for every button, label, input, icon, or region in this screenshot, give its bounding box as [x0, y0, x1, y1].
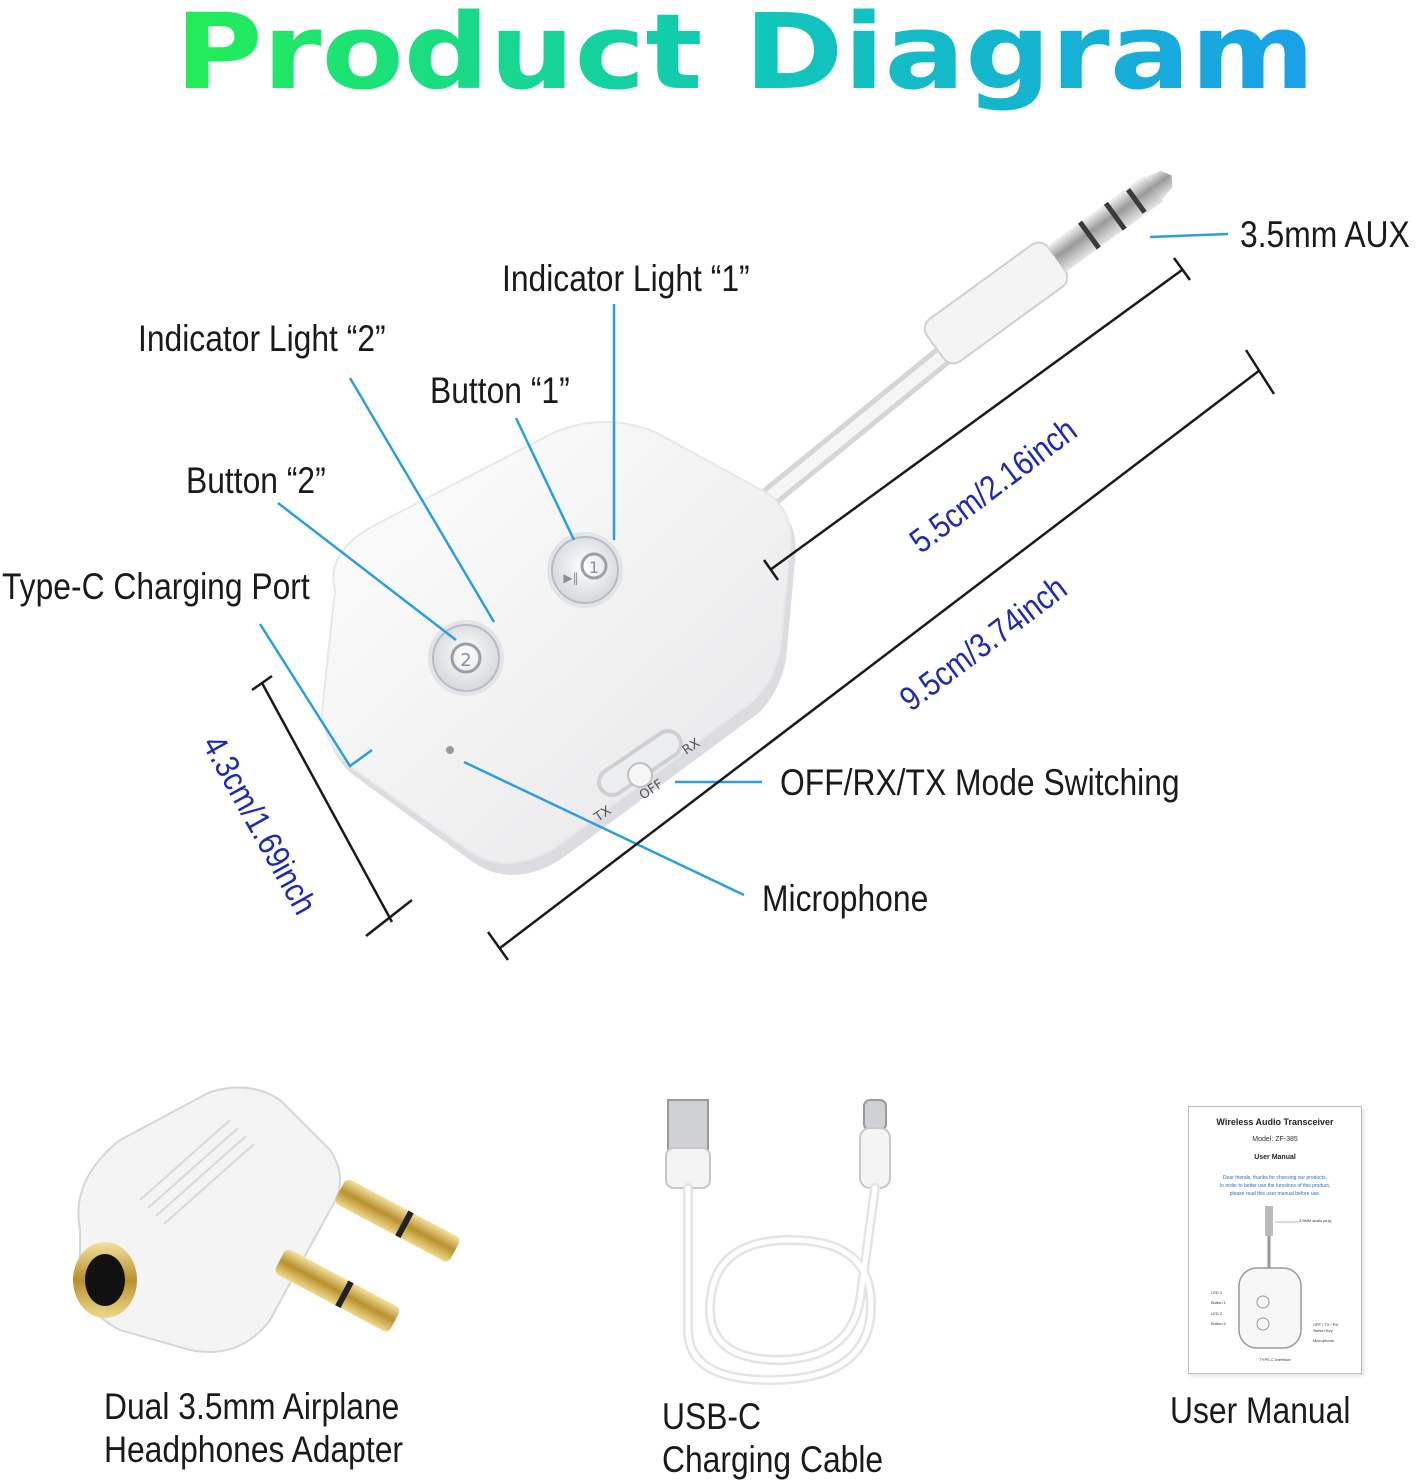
- button-2-mark: 2: [460, 650, 471, 671]
- manual-caption-line-1: User Manual: [1170, 1390, 1351, 1431]
- manual-caption: User Manual: [1170, 1390, 1350, 1433]
- manual-btn2-label: Button 2: [1211, 1321, 1226, 1326]
- manual-subtitle: User Manual: [1254, 1154, 1296, 1161]
- cable-caption: USB-C Charging Cable: [662, 1396, 883, 1481]
- leader-lines: [258, 232, 1229, 897]
- indicator-light-2-label: Indicator Light “2”: [138, 318, 386, 359]
- airplane-adapter-image: [73, 1086, 460, 1353]
- adapter-caption: Dual 3.5mm Airplane Headphones Adapter: [104, 1386, 403, 1471]
- aux-label: 3.5mm AUX: [1240, 214, 1410, 255]
- product-diagram-title: Product Diagram: [175, 0, 1315, 113]
- button-1-label: Button “1”: [430, 370, 570, 411]
- microphone-label: Microphone: [762, 878, 929, 919]
- manual-intro-2: In order to better use the functions of …: [1219, 1183, 1331, 1189]
- manual-led2-label: LED 2: [1211, 1311, 1223, 1316]
- dimension-lines: [251, 257, 1276, 961]
- adapter-caption-line-1: Dual 3.5mm Airplane: [104, 1386, 400, 1427]
- button-1: 1 ▶‖: [547, 532, 623, 608]
- title-text: Product Diagram: [175, 0, 1315, 113]
- cable-caption-line-1: USB-C: [662, 1396, 762, 1437]
- manual-btn1-label: Button 1: [1211, 1300, 1226, 1305]
- aux-plug: [749, 170, 1173, 516]
- microphone-hole: [446, 746, 454, 754]
- button-1-mark: 1: [589, 558, 599, 577]
- cable-caption-line-2: Charging Cable: [662, 1438, 884, 1480]
- manual-intro-1: Dear friends, thanks for choosing our pr…: [1223, 1175, 1327, 1181]
- user-manual-image: Wireless Audio Transceiver Model: ZF-385…: [1188, 1106, 1362, 1374]
- mode-switch: TX OFF RX: [591, 729, 703, 826]
- manual-switch-label-2: Switch Key: [1313, 1328, 1333, 1333]
- manual-led1-label: LED 1: [1211, 1290, 1223, 1295]
- manual-typec-label: TYPE-C Interface: [1259, 1357, 1291, 1362]
- mode-switching-label: OFF/RX/TX Mode Switching: [780, 762, 1180, 803]
- manual-device-sketch: [1238, 1206, 1302, 1349]
- manual-heading: Wireless Audio Transceiver: [1216, 1117, 1334, 1127]
- manual-mic-label: Microphone: [1313, 1338, 1334, 1343]
- manual-intro-3: please read this user manual before use.: [1229, 1191, 1321, 1197]
- type-c-port-label: Type-C Charging Port: [2, 566, 310, 607]
- usb-c-cable-image: [665, 1099, 891, 1386]
- manual-plug-label: 3.5MM audio plug: [1299, 1218, 1331, 1223]
- indicator-light-1-label: Indicator Light “1”: [502, 258, 750, 299]
- manual-switch-label-1: OFF / TX / RX: [1313, 1322, 1339, 1327]
- adapter-caption-line-2: Headphones Adapter: [104, 1428, 403, 1470]
- manual-model: Model: ZF-385: [1252, 1136, 1298, 1143]
- play-pause-icon: ▶‖: [563, 571, 578, 585]
- button-2: 2: [428, 620, 504, 696]
- button-2-label: Button “2”: [186, 460, 326, 501]
